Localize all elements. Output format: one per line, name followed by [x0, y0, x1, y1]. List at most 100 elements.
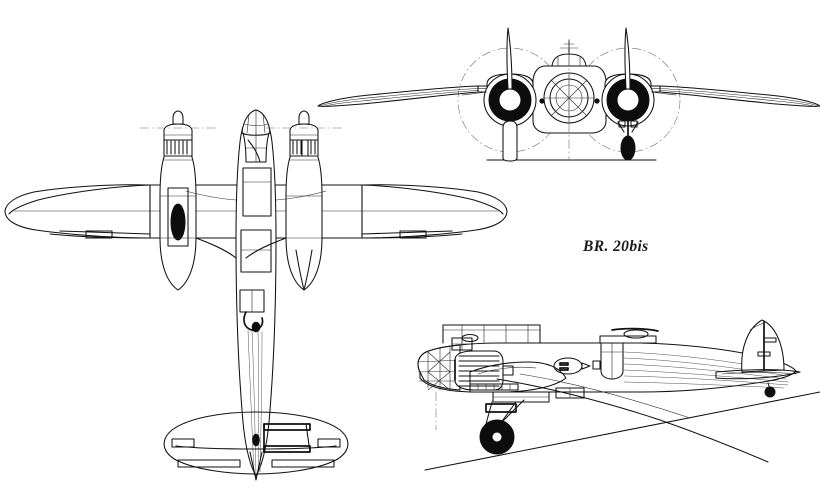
plan-starboard-root-fairing [275, 190, 327, 201]
side-tailplane-line [721, 372, 797, 375]
side-nose-framing [417, 345, 461, 392]
side-ventral-gondola [492, 391, 550, 403]
side-turret-base [599, 335, 657, 344]
plan-tailcone [249, 451, 263, 481]
front-starboard-wing-line-1 [659, 88, 819, 107]
plan-starboard-nacelle-bands [285, 195, 323, 239]
drawing-caption: BR. 20bis [583, 238, 649, 255]
side-nose-glazing [417, 344, 461, 391]
plan-canopy-diag [247, 139, 261, 163]
plan-turret-gun-mount [251, 321, 261, 333]
side-marking-bars [559, 362, 569, 371]
plan-starboard-le [361, 184, 504, 215]
side-rear-gondola [555, 387, 585, 399]
plan-dorsal-turret [239, 289, 265, 313]
front-starboard-wing-line-2 [659, 90, 816, 107]
plan-port-trim-tab [85, 230, 113, 239]
side-gear-drag-strut [499, 399, 525, 425]
plan-starboard-cowl-bands [289, 134, 319, 161]
front-port-prop-blade-up [506, 27, 513, 90]
side-wing-upper-edge [519, 373, 691, 419]
side-turret-gun [611, 327, 659, 332]
plan-starboard-nacelle [266, 110, 342, 291]
plan-port-cowl-bands [163, 134, 193, 161]
plan-starboard-spinner [298, 110, 310, 125]
plan-port-wheel-well [167, 187, 189, 247]
front-port-wing [317, 85, 479, 107]
side-nose-panel [451, 337, 473, 351]
side-wheel-hub [491, 431, 503, 443]
plan-port-aileron-hinge [59, 230, 151, 235]
side-lower-panel-frames [477, 383, 511, 391]
front-port-spinner [498, 88, 522, 112]
plan-starboard-gear-door [295, 249, 313, 291]
side-wing-lower-edge [496, 378, 769, 463]
side-gear-bay [485, 403, 517, 413]
plan-starboard-trim-tab [399, 230, 427, 239]
plan-starboard-trailing-fillet [245, 237, 287, 259]
plan-starboard-cowl-front [289, 123, 319, 141]
front-starboard-prop-blade-up [624, 27, 631, 90]
side-main-gear [479, 399, 525, 455]
front-port-wing-line-2 [322, 90, 479, 107]
side-marking-arrow [581, 362, 591, 370]
front-port-gear-fairing [502, 120, 518, 162]
plan-starboard-elev-balance [317, 438, 341, 448]
plan-starboard-aileron-hinge [361, 230, 453, 235]
side-fairing-line [477, 366, 537, 375]
front-starboard-fairing [650, 91, 677, 96]
side-nacelle-fairing [469, 361, 567, 393]
plan-port-te [49, 233, 151, 239]
plan-starboard-nacelle-body [285, 151, 323, 291]
plan-rudder-hinge [305, 423, 311, 453]
plan-tailplane [163, 411, 349, 475]
side-ground-line [424, 391, 820, 471]
side-cowl-rear-fairing [502, 365, 514, 376]
plan-starboard-cowl-spine [301, 137, 309, 157]
plan-nose-framing [243, 110, 270, 135]
plan-port-cowl [163, 139, 193, 157]
front-ref-dot-port [539, 98, 545, 104]
plan-bombbay-hatch [240, 229, 272, 273]
front-starboard-wheel [620, 135, 636, 161]
plan-port-wing [4, 184, 151, 239]
side-cockpit-greenhouse [442, 324, 541, 344]
plan-forward-hatch [242, 167, 272, 217]
side-rudder-tab [763, 337, 777, 343]
front-starboard-gear [617, 119, 639, 161]
plan-port-root-fairing [185, 190, 237, 201]
side-gear-struts [485, 401, 517, 425]
front-port-wing-line-1 [319, 88, 479, 107]
side-turret-cupola [623, 329, 649, 339]
side-fin-leading-edge [749, 322, 765, 331]
side-nose-panel-frames [451, 337, 473, 351]
side-view [417, 319, 820, 471]
plan-port-nacelle [140, 110, 216, 291]
plan-port-trailing-fillet [195, 237, 237, 259]
plan-port-wheel [170, 203, 186, 241]
plan-view [4, 109, 508, 481]
plan-port-elev-balance [171, 438, 195, 448]
side-tailplane [715, 369, 801, 380]
front-port-fairing [461, 91, 488, 96]
plan-tailwheel-well [252, 433, 260, 447]
front-starboard-spinner [616, 88, 640, 112]
side-fin-fitting [757, 351, 771, 357]
front-view [317, 27, 820, 162]
plan-starboard-wing [361, 184, 508, 239]
front-ref-dot-starboard [594, 98, 600, 104]
plan-port-elev-tab [177, 459, 241, 468]
plan-port-cowl-stubs [166, 140, 188, 155]
side-window-1 [592, 360, 601, 370]
side-tailwheel [764, 386, 776, 398]
plan-starboard-te [361, 233, 463, 239]
plan-port-le [8, 184, 151, 215]
plan-port-spinner [172, 110, 184, 125]
plan-port-nacelle-bands [159, 195, 197, 239]
plan-starboard-elev-tab [271, 459, 335, 468]
side-greenhouse-frames [461, 324, 529, 344]
plan-port-cowl-front [163, 123, 193, 141]
